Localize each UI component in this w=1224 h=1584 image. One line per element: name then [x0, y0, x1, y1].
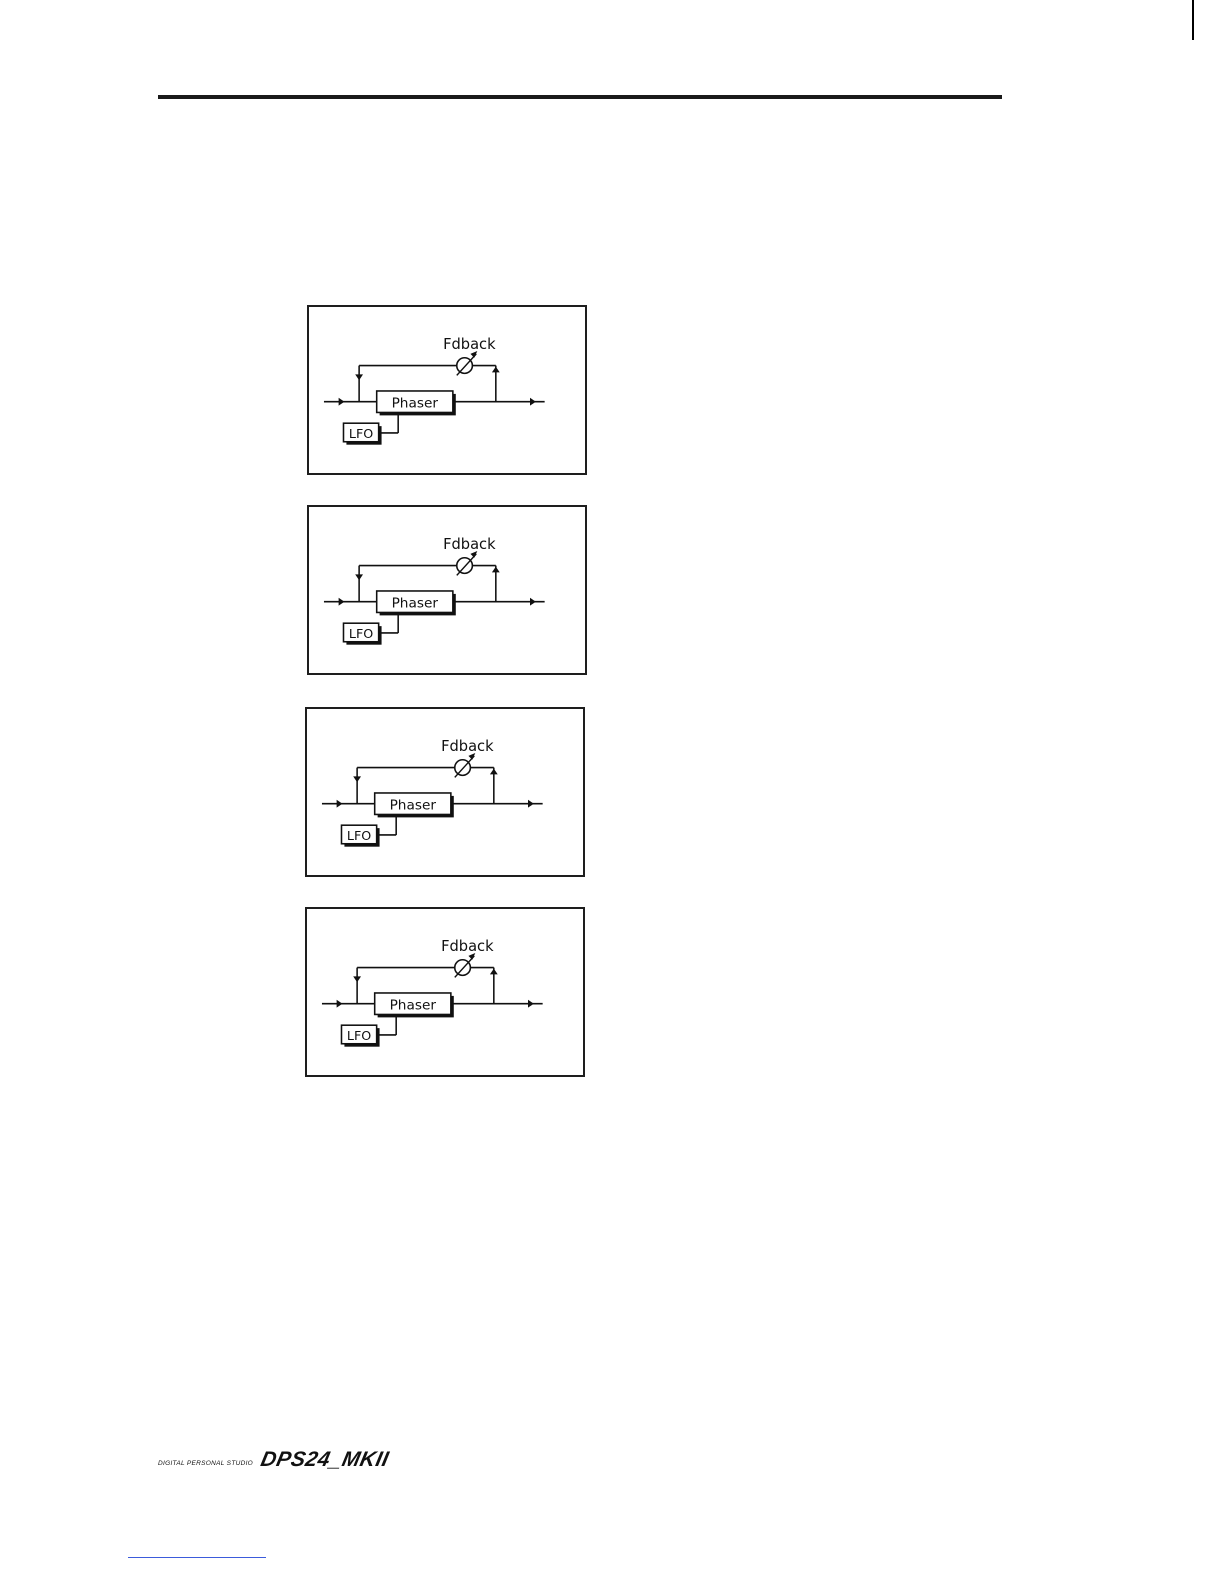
feedback-knob-icon: [457, 351, 478, 375]
lfo-block-label: LFO: [349, 626, 373, 641]
lfo-block-label: LFO: [347, 1028, 371, 1043]
phaser-diagram: Fdback Phaser LFO: [305, 707, 585, 877]
feedback-label: Fdback: [441, 738, 494, 755]
phaser-block-label: Phaser: [390, 798, 437, 814]
header-rule: [158, 95, 1002, 99]
phaser-signal-flow: Fdback Phaser LFO: [307, 909, 583, 1075]
phaser-signal-flow: Fdback Phaser LFO: [309, 307, 585, 473]
product-logo: DPS24_MKII: [258, 1448, 391, 1472]
feedback-knob-icon: [455, 753, 476, 777]
phaser-block-label: Phaser: [392, 596, 439, 612]
feedback-knob-icon: [455, 953, 476, 977]
phaser-diagram: Fdback Phaser LFO: [307, 505, 587, 675]
feedback-label: Fdback: [443, 536, 496, 553]
lfo-block-label: LFO: [349, 426, 373, 441]
phaser-signal-flow: Fdback Phaser LFO: [309, 507, 585, 673]
footer-subtitle: DIGITAL PERSONAL STUDIO: [158, 1460, 253, 1467]
lfo-block-label: LFO: [347, 828, 371, 843]
feedback-knob-icon: [457, 551, 478, 575]
footer: DIGITAL PERSONAL STUDIO DPS24_MKII: [158, 1448, 389, 1472]
feedback-label: Fdback: [441, 938, 494, 955]
phaser-block-label: Phaser: [390, 998, 437, 1014]
link-underline: [128, 1557, 266, 1558]
feedback-label: Fdback: [443, 336, 496, 353]
phaser-signal-flow: Fdback Phaser LFO: [307, 709, 583, 875]
phaser-diagram: Fdback Phaser LFO: [307, 305, 587, 475]
phaser-diagram: Fdback Phaser LFO: [305, 907, 585, 1077]
phaser-block-label: Phaser: [392, 396, 439, 412]
page-edge-line: [1192, 0, 1194, 40]
